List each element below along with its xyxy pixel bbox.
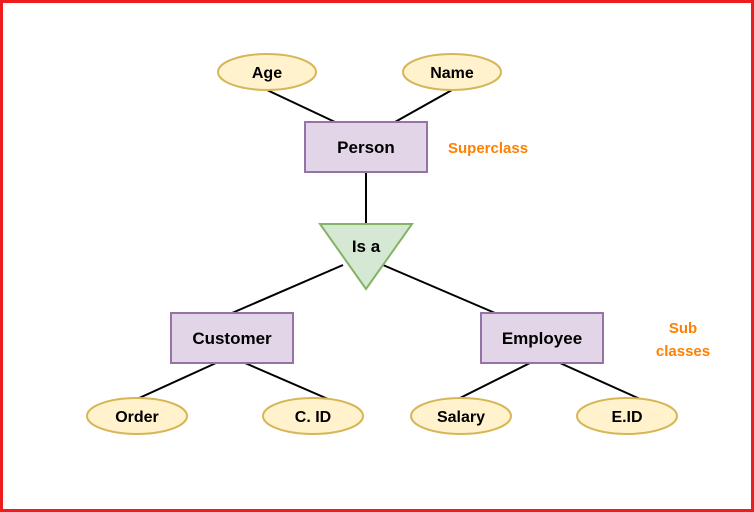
- attribute-salary-label: Salary: [437, 409, 485, 426]
- attribute-name: [402, 53, 502, 91]
- entity-person-label: Person: [337, 138, 395, 157]
- isa-label: Is a: [352, 237, 381, 256]
- attribute-age: [217, 53, 317, 91]
- connector-lines: [136, 89, 641, 400]
- attribute-order-label: Order: [115, 409, 159, 426]
- attribute-salary: [410, 397, 512, 435]
- entity-person: [304, 121, 428, 173]
- attribute-eid-label: E.ID: [611, 409, 642, 426]
- superclass-note: Superclass: [448, 140, 528, 157]
- line-customer-order: [136, 362, 217, 400]
- attribute-age-label: Age: [252, 65, 282, 82]
- subclass-note-line1: Sub: [669, 320, 697, 337]
- attribute-cid-label: C. ID: [295, 409, 331, 426]
- attribute-order: [86, 397, 188, 435]
- entity-customer: [170, 312, 294, 364]
- subclass-note-line2: classes: [656, 343, 710, 360]
- line-employee-eid: [559, 362, 641, 400]
- line-customer-cid: [244, 362, 329, 400]
- entity-employee: [480, 312, 604, 364]
- attribute-eid: [576, 397, 678, 435]
- line-isa-employee: [382, 264, 496, 314]
- attribute-name-label: Name: [430, 65, 474, 82]
- line-name-person: [394, 89, 453, 123]
- line-isa-customer: [231, 264, 344, 314]
- attribute-cid: [262, 397, 364, 435]
- line-employee-salary: [457, 362, 531, 400]
- entity-employee-label: Employee: [502, 329, 582, 348]
- entity-customer-label: Customer: [192, 329, 272, 348]
- line-age-person: [266, 89, 336, 123]
- isa-triangle: [318, 223, 414, 291]
